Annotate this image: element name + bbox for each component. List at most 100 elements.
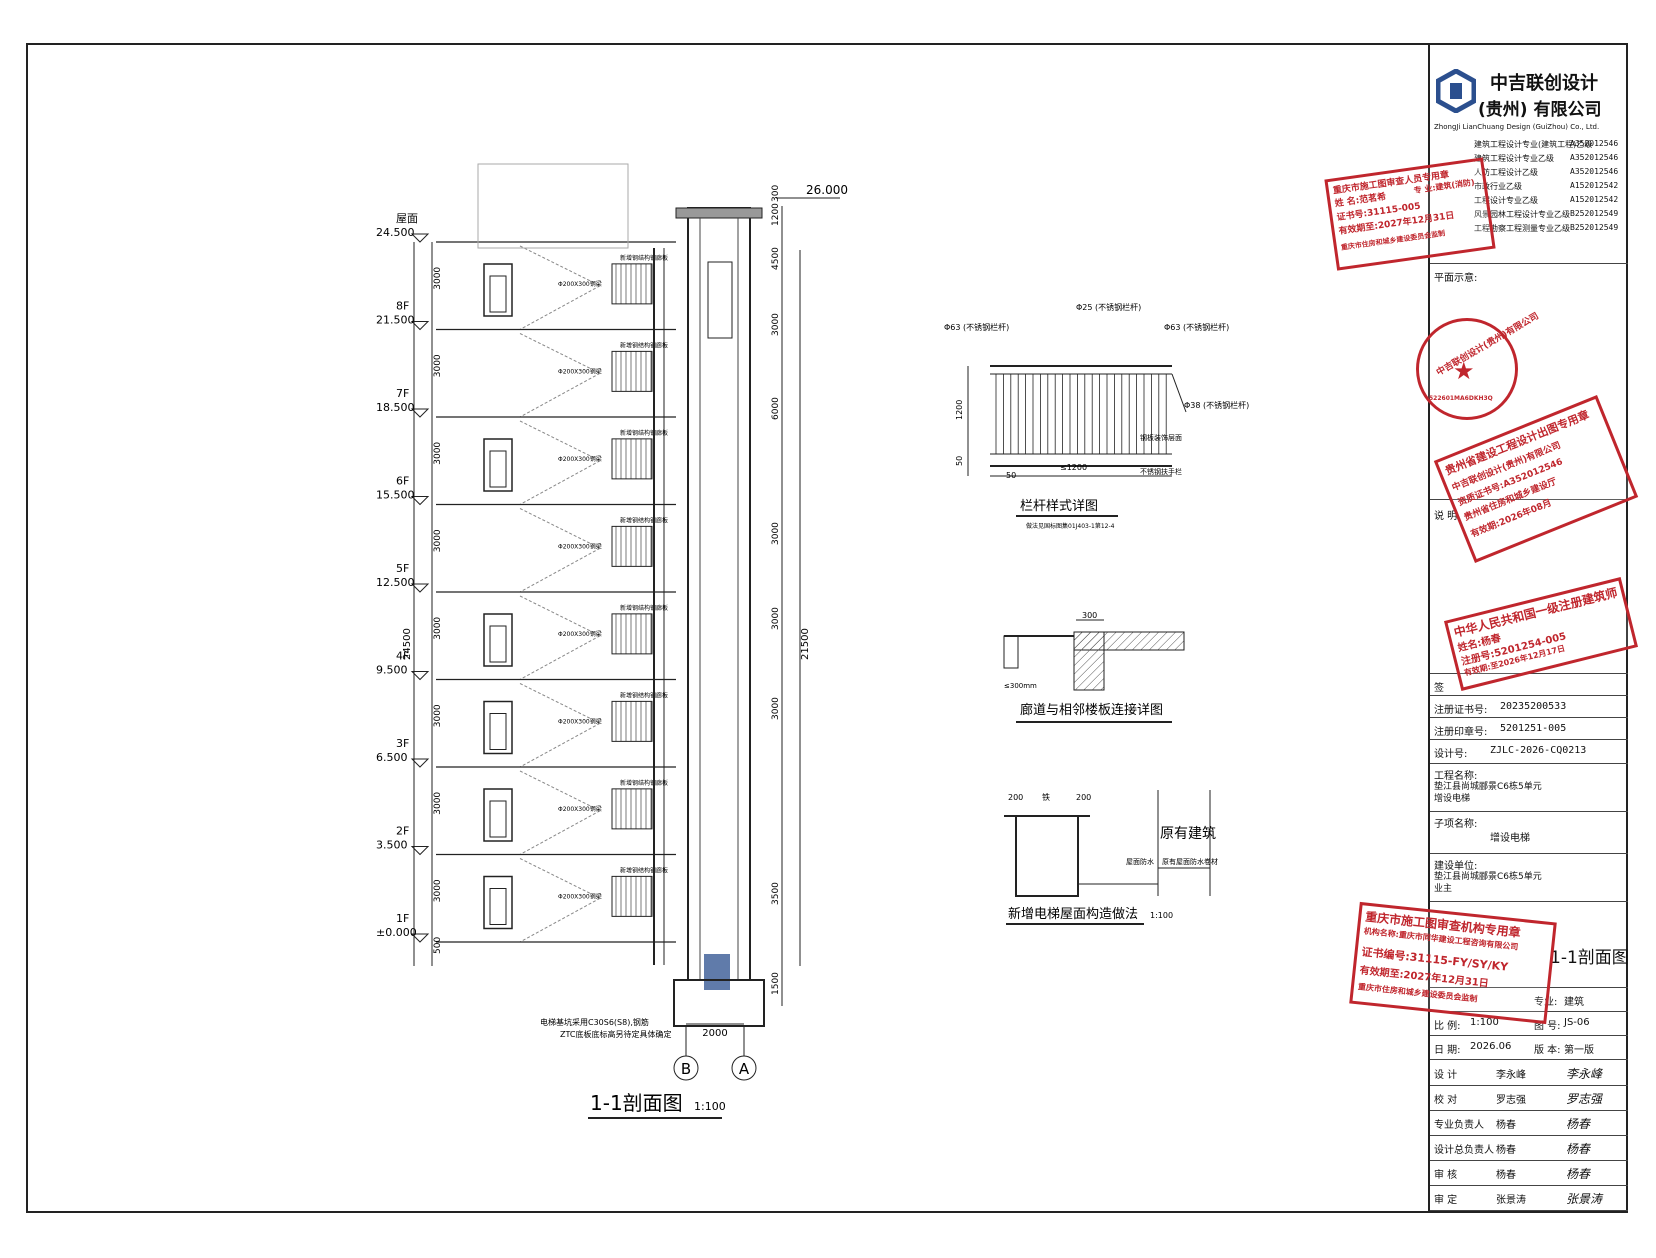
right-dim: 300 [771, 185, 781, 202]
stair-flight [519, 635, 601, 680]
floor-name: 7F [396, 387, 409, 400]
discipline: 建筑 [1564, 997, 1584, 1008]
stair-flight [519, 595, 601, 637]
right-total-dim: 21500 [800, 628, 811, 660]
sheet-title: 1-1剖面图 [1550, 948, 1629, 968]
walkway-railing [611, 700, 653, 742]
signature-role-row: 设 计李永峰李永峰 [1430, 1061, 1628, 1086]
stair-flight [519, 420, 601, 462]
company-name-2: (贵州) 有限公司 [1478, 100, 1602, 120]
floor-name: 1F [396, 912, 409, 925]
seal-code: 522601MA6DKH3Q [1429, 395, 1493, 402]
counterweight [707, 261, 733, 339]
window [483, 700, 513, 755]
level-marker-icon [410, 846, 430, 856]
floor-elevation: ±0.000 [376, 926, 417, 939]
pit-dim: 2000 [702, 1028, 727, 1039]
stair-flight [519, 285, 601, 330]
axis-a-bubble [731, 1055, 757, 1081]
client-name-2: 业主 [1434, 884, 1453, 894]
railing-dim-1: 1200 [955, 400, 964, 420]
beam-note: Φ200X300钢梁 [558, 280, 602, 288]
roof-dim-3: 200 [1076, 793, 1091, 802]
hall-note: 新增钢结构钢廊板 [620, 254, 668, 262]
beam-note: Φ200X300钢梁 [558, 805, 602, 813]
top-elevation: 26.000 [806, 183, 848, 197]
drawing-frame [26, 43, 1628, 1213]
window [483, 438, 513, 492]
corridor-title: 廊道与相邻楼板连接详图 [1020, 702, 1163, 718]
level-marker-icon [410, 321, 430, 331]
main-title: 1-1剖面图 [590, 1091, 683, 1115]
railing-subtitle: 做法见国标图集01J403-1第12-4 [1026, 522, 1115, 530]
window-pane [489, 713, 507, 750]
corridor-dim-2: ≤300mm [1004, 682, 1037, 690]
level-marker-icon [410, 671, 430, 681]
window [483, 875, 513, 930]
beam-note: Φ200X300钢梁 [558, 630, 602, 638]
hall-note: 新增钢结构钢廊板 [620, 429, 668, 437]
roof-detail: 200 铁 200 原有建筑 屋面防水 原有屋面防水卷材 新增电梯屋面构造做法 … [1004, 790, 1218, 925]
railing-dim-2: 50 [955, 456, 964, 466]
walkway-railing [611, 438, 653, 480]
stair-flight [519, 683, 601, 724]
sub-name: 增设电梯 [1490, 833, 1530, 844]
axis-b-bubble [673, 1055, 699, 1081]
left-dim: 3000 [433, 704, 443, 727]
window-pane [489, 450, 507, 488]
window-pane [489, 625, 507, 663]
company-seal: 中吉联创设计(贵州)有限公司 ★ 522601MA6DKH3Q [1416, 311, 1541, 420]
signature-role-row: 专业负责人杨春杨春 [1430, 1111, 1628, 1136]
company-logo-icon [1436, 69, 1476, 113]
walkway-railing [611, 350, 653, 392]
signature-label: 签 [1434, 683, 1444, 694]
signature-role-row: 审 核杨春杨春 [1430, 1161, 1628, 1186]
floor-name: 6F [396, 475, 409, 488]
railing-bars [995, 374, 1167, 454]
walkway-railing [611, 263, 653, 305]
review-agency-stamp: 重庆市施工图审查机构专用章 机构名称:重庆市同华建设工程咨询有限公司 证书编号:… [1349, 901, 1557, 1025]
left-dim: 3000 [433, 354, 443, 377]
window [483, 788, 513, 842]
stair-flight [519, 508, 601, 549]
hall-note: 新增钢结构钢廊板 [620, 516, 668, 524]
reg-seal: 5201251-005 [1500, 723, 1567, 734]
floor-lines: 屋面24.500新增钢结构钢廊板Φ200X300钢梁8F21.500新增钢结构钢… [376, 212, 676, 943]
railing-title: 栏杆样式详图 [1020, 499, 1098, 514]
roof-scale: 1:100 [1150, 911, 1173, 920]
signature-role-row: 设计总负责人杨春杨春 [1430, 1136, 1628, 1161]
left-dim: 3000 [433, 792, 443, 815]
axis-a-label: A [739, 1060, 750, 1078]
railing-label-c: Φ63 (不锈钢栏杆) [1164, 322, 1229, 332]
version: 第一版 [1564, 1045, 1594, 1056]
date: 2026.06 [1470, 1041, 1512, 1052]
right-dim: 6000 [771, 397, 781, 420]
existing-roof-outline [477, 163, 629, 249]
company-name-en: ZhongJi LianChuang Design (GuiZhou) Co.,… [1434, 123, 1600, 131]
beam-note: Φ200X300钢梁 [558, 542, 602, 550]
floor-name: 8F [396, 300, 409, 313]
stair-flight [519, 333, 601, 374]
walkway-railing [611, 525, 653, 567]
reg-cert-label: 注册证书号: [1434, 705, 1488, 716]
version-label: 版 本: [1534, 1045, 1561, 1056]
right-dim: 1200 [771, 203, 781, 226]
pit-note-1: 电梯基坑采用C30S6(S8),钢筋 [540, 1017, 649, 1027]
right-dim: 3000 [771, 697, 781, 720]
reg-seal-label: 注册印章号: [1434, 727, 1488, 738]
signature-role-row: 校 对罗志强罗志强 [1430, 1086, 1628, 1111]
left-total-dim: 24500 [402, 628, 413, 660]
floor-name: 5F [396, 562, 409, 575]
stair-flight [519, 460, 601, 505]
design-no: ZJLC-2026-CQ0213 [1490, 745, 1587, 756]
walkway-railing [611, 875, 653, 917]
project-name-2: 增设电梯 [1434, 794, 1471, 804]
signature-roles: 设 计李永峰李永峰校 对罗志强罗志强专业负责人杨春杨春设计总负责人杨春杨春审 核… [1430, 1061, 1628, 1211]
sheet-no: JS-06 [1564, 1017, 1590, 1028]
window-pane [489, 275, 507, 313]
floor-name: 2F [396, 825, 409, 838]
window [483, 263, 513, 317]
seal-star-icon: ★ [1453, 357, 1475, 385]
